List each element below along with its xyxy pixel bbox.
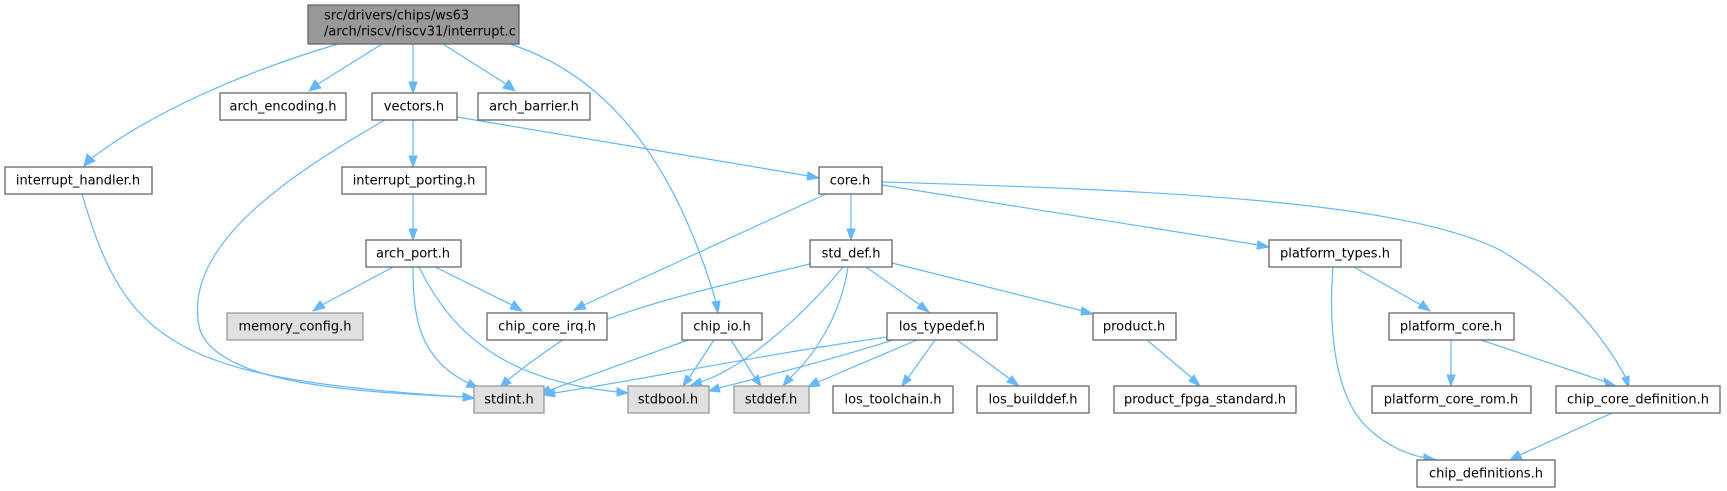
node-chip-core-definition-h[interactable]: chip_core_definition.h xyxy=(1555,385,1721,414)
edge-arch-port-h-to-chip-core-irq-h xyxy=(434,266,524,312)
edge-chip-io-h-to-stddef-h xyxy=(730,339,762,388)
node-std-def-h-label: std_def.h xyxy=(822,247,881,262)
node-los-typedef-h[interactable]: los_typedef.h xyxy=(886,312,998,341)
node-los-toolchain-h[interactable]: los_toolchain.h xyxy=(832,385,954,414)
node-los-typedef-h-label: los_typedef.h xyxy=(899,320,985,335)
node-memory-config-h-label: memory_config.h xyxy=(239,320,352,335)
node-stdint-h[interactable]: stdint.h xyxy=(473,385,545,414)
node-vectors-h-label: vectors.h xyxy=(384,100,444,115)
node-memory-config-h[interactable]: memory_config.h xyxy=(226,312,364,341)
node-stdint-h-label: stdint.h xyxy=(484,393,533,408)
edge-los-typedef-h-to-stdbool-h xyxy=(707,339,894,393)
node-arch-barrier-h[interactable]: arch_barrier.h xyxy=(477,92,591,121)
edge-chip-io-h-to-stdbool-h xyxy=(682,339,715,388)
edge-platform-types-h-to-platform-core-h xyxy=(1353,266,1432,312)
edge-platform-core-h-to-chip-core-definition-h xyxy=(1480,339,1618,387)
node-platform-types-h[interactable]: platform_types.h xyxy=(1268,239,1402,268)
node-los-builddef-h-label: los_builddef.h xyxy=(988,393,1077,408)
edge-std-def-h-to-stddef-h xyxy=(782,266,849,388)
node-arch-barrier-h-label: arch_barrier.h xyxy=(489,100,579,115)
edge-product-h-to-product-fpga-standard-h xyxy=(1146,339,1202,388)
node-chip-io-h[interactable]: chip_io.h xyxy=(681,312,763,341)
node-product-h-label: product.h xyxy=(1103,320,1165,335)
edge-los-typedef-h-to-los-builddef-h xyxy=(956,339,1021,387)
node-interrupt-c[interactable]: src/drivers/chips/ws63 /arch/riscv/riscv… xyxy=(307,4,520,45)
node-chip-definitions-h[interactable]: chip_definitions.h xyxy=(1416,459,1556,488)
edge-vectors-h-to-interrupt-porting-h xyxy=(408,120,418,169)
node-product-fpga-standard-h[interactable]: product_fpga_standard.h xyxy=(1113,385,1297,414)
edge-chip-core-definition-h-to-chip-definitions-h xyxy=(1508,412,1613,461)
node-arch-encoding-h-label: arch_encoding.h xyxy=(230,100,337,115)
edge-los-typedef-h-to-los-toolchain-h xyxy=(901,339,936,388)
edge-core-h-to-chip-core-definition-h xyxy=(881,181,1630,390)
edge-core-h-to-chip-core-irq-h xyxy=(572,193,827,311)
node-vectors-h[interactable]: vectors.h xyxy=(371,92,458,121)
node-stdbool-h-label: stdbool.h xyxy=(638,393,698,408)
edge-platform-types-h-to-chip-definitions-h xyxy=(1330,266,1438,463)
node-chip-core-irq-h-label: chip_core_irq.h xyxy=(498,320,596,335)
edge-std-def-h-to-product-h xyxy=(891,262,1095,316)
node-interrupt-porting-h[interactable]: interrupt_porting.h xyxy=(341,166,487,195)
node-platform-core-rom-h-label: platform_core_rom.h xyxy=(1384,393,1518,408)
edge-interrupt-c-to-chip-io-h xyxy=(509,43,721,315)
edge-los-typedef-h-to-stddef-h xyxy=(806,339,918,388)
node-core-h[interactable]: core.h xyxy=(818,166,883,195)
edge-interrupt-c-to-arch-encoding-h xyxy=(308,43,383,92)
edge-core-h-to-platform-types-h xyxy=(881,184,1271,250)
node-platform-core-rom-h[interactable]: platform_core_rom.h xyxy=(1371,385,1532,414)
node-stdbool-h[interactable]: stdbool.h xyxy=(627,385,710,414)
edge-interrupt-porting-h-to-arch-port-h xyxy=(408,194,418,242)
edge-los-typedef-h-to-stdint-h xyxy=(542,336,888,398)
node-arch-encoding-h[interactable]: arch_encoding.h xyxy=(219,92,347,121)
edge-platform-core-h-to-platform-core-rom-h xyxy=(1446,340,1456,388)
node-core-h-label: core.h xyxy=(830,174,871,189)
edge-interrupt-c-to-arch-barrier-h xyxy=(442,43,516,92)
node-arch-port-h[interactable]: arch_port.h xyxy=(365,239,462,268)
edge-std-def-h-to-los-typedef-h xyxy=(865,266,931,313)
edge-arch-port-h-to-memory-config-h xyxy=(311,266,394,312)
node-platform-core-h-label: platform_core.h xyxy=(1400,320,1502,335)
edge-arch-port-h-to-stdbool-h xyxy=(418,266,630,397)
node-chip-definitions-h-label: chip_definitions.h xyxy=(1429,467,1543,482)
node-product-h[interactable]: product.h xyxy=(1092,312,1177,341)
node-los-toolchain-h-label: los_toolchain.h xyxy=(844,393,941,408)
edge-interrupt-handler-h-to-stdint-h xyxy=(81,193,476,402)
edge-vectors-h-to-stdint-h xyxy=(196,119,476,402)
node-chip-core-definition-h-label: chip_core_definition.h xyxy=(1567,393,1709,408)
node-std-def-h[interactable]: std_def.h xyxy=(809,239,893,268)
node-interrupt-c-label-line1: src/drivers/chips/ws63 xyxy=(324,9,469,24)
node-interrupt-handler-h-label: interrupt_handler.h xyxy=(16,174,140,189)
node-stddef-h[interactable]: stddef.h xyxy=(733,385,810,414)
node-platform-core-h[interactable]: platform_core.h xyxy=(1388,312,1515,341)
node-product-fpga-standard-h-label: product_fpga_standard.h xyxy=(1124,393,1286,408)
node-interrupt-porting-h-label: interrupt_porting.h xyxy=(353,174,476,189)
edge-core-h-to-std-def-h xyxy=(846,194,856,242)
node-interrupt-handler-h[interactable]: interrupt_handler.h xyxy=(4,166,153,195)
node-arch-port-h-label: arch_port.h xyxy=(376,247,450,262)
edge-arch-port-h-to-stdint-h xyxy=(412,266,480,389)
node-interrupt-c-label-line2: /arch/riscv/riscv31/interrupt.c xyxy=(324,25,516,40)
edge-vectors-h-to-core-h xyxy=(456,116,821,181)
edge-interrupt-c-to-interrupt-handler-h xyxy=(83,43,339,167)
node-los-builddef-h[interactable]: los_builddef.h xyxy=(976,385,1090,414)
edge-interrupt-c-to-vectors-h xyxy=(408,44,418,95)
node-stddef-h-label: stddef.h xyxy=(745,393,797,408)
node-platform-types-h-label: platform_types.h xyxy=(1280,247,1390,262)
node-chip-io-h-label: chip_io.h xyxy=(693,320,750,335)
node-chip-core-irq-h[interactable]: chip_core_irq.h xyxy=(486,312,608,341)
